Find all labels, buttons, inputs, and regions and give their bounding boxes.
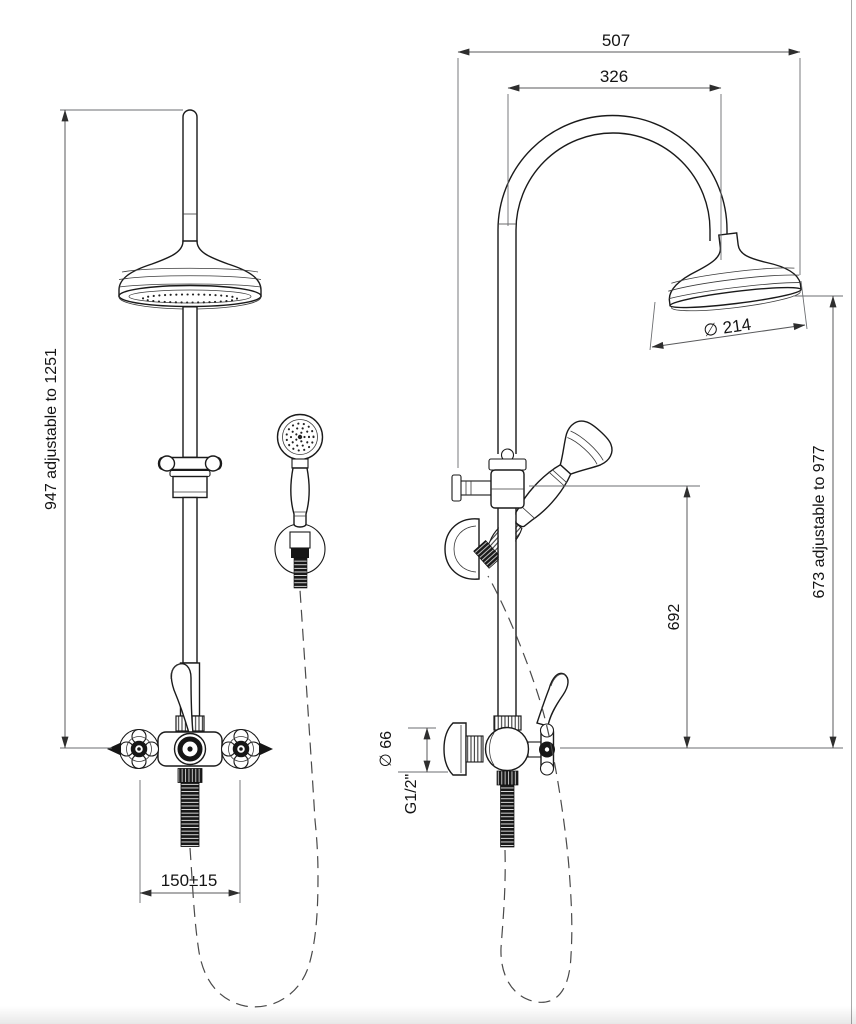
arm-projection-label: 326 bbox=[600, 67, 628, 86]
outlet-height-label: 692 bbox=[666, 604, 683, 631]
front-right-cross-handle bbox=[220, 728, 273, 770]
dim-connection-thread: G1/2" bbox=[403, 774, 420, 814]
front-mixer-valve bbox=[107, 663, 273, 847]
dim-arm-projection: 326 bbox=[507, 67, 722, 260]
escutcheon-diameter-label: ∅ 66 bbox=[378, 731, 395, 767]
front-diverter-clamp bbox=[157, 455, 223, 499]
front-shower-hose-dashed bbox=[189, 589, 319, 1008]
bottom-shade bbox=[0, 1006, 856, 1024]
side-wall-outlet bbox=[444, 518, 480, 580]
side-hose-nut bbox=[473, 539, 502, 569]
dim-overall-width: 507 bbox=[457, 31, 801, 468]
head-diameter-label: ∅ 214 bbox=[702, 315, 752, 340]
front-mid-column bbox=[182, 496, 198, 664]
side-outlet-hose bbox=[500, 784, 515, 848]
connection-thread-label: G1/2" bbox=[403, 774, 420, 814]
side-gooseneck-arm bbox=[497, 114, 728, 241]
page-edge-line bbox=[851, 0, 852, 1024]
handle-spread-label: 150±15 bbox=[161, 871, 218, 890]
side-diverter-lever bbox=[536, 672, 569, 727]
side-shower-hose-dashed bbox=[487, 575, 573, 1003]
dim-side-height: 673 adjustable to 977 bbox=[560, 295, 843, 749]
dim-escutcheon-diameter: ∅ 66 bbox=[378, 727, 448, 773]
side-mixer-valve bbox=[443, 672, 569, 848]
front-upper-column bbox=[182, 306, 198, 458]
overall-width-label: 507 bbox=[602, 31, 630, 50]
dim-outlet-height: 692 bbox=[529, 485, 700, 749]
front-hand-shower bbox=[274, 413, 326, 589]
front-shower-head bbox=[118, 240, 262, 310]
side-column bbox=[497, 230, 517, 717]
side-view bbox=[443, 114, 802, 1003]
front-left-cross-handle bbox=[107, 728, 160, 770]
front-outlet-hose bbox=[180, 782, 200, 847]
dim-handle-spread: 150±15 bbox=[139, 780, 241, 903]
front-height-label: 947 adjustable to 1251 bbox=[43, 348, 60, 510]
side-shower-head bbox=[668, 232, 802, 312]
dim-front-height: 947 adjustable to 1251 bbox=[43, 109, 183, 749]
front-riser-pipe bbox=[182, 109, 198, 243]
front-view bbox=[107, 109, 326, 1008]
dimensions: 947 adjustable to 1251 150±15 507 326 ∅ … bbox=[43, 31, 843, 903]
side-slider-bracket bbox=[451, 448, 527, 509]
side-height-label: 673 adjustable to 977 bbox=[811, 445, 828, 598]
side-wall-escutcheon bbox=[443, 722, 467, 776]
